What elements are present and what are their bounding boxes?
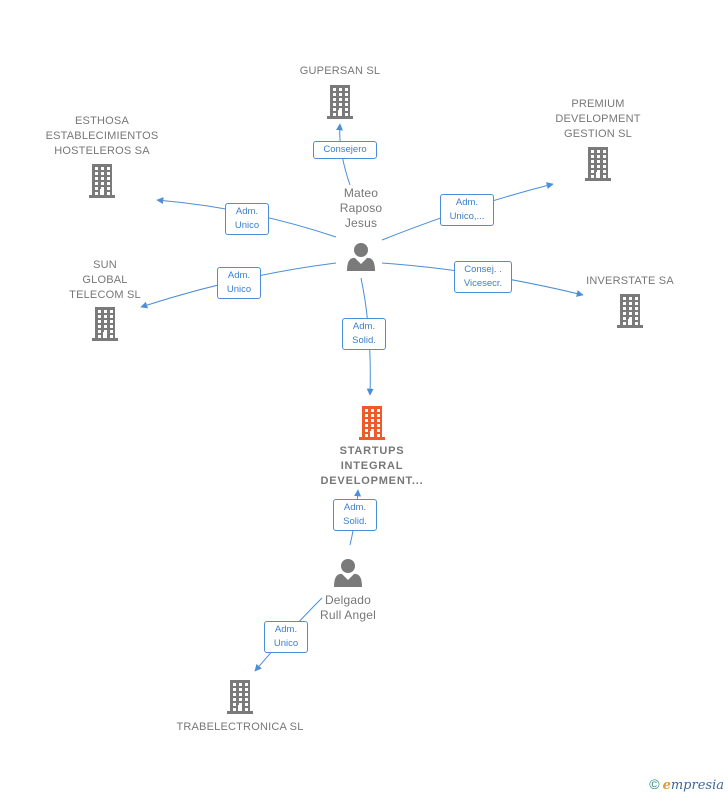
edge-label-mateo-esthosa[interactable]: Adm. Unico bbox=[225, 203, 269, 235]
edge-label-mateo-startups[interactable]: Adm. Solid. bbox=[342, 318, 386, 350]
sun-building-icon[interactable] bbox=[92, 307, 118, 341]
node-label-esthosa[interactable]: ESTHOSA ESTABLECIMIENTOS HOSTELEROS SA bbox=[45, 115, 159, 157]
edge-label-mateo-gupersan[interactable]: Consejero bbox=[313, 141, 377, 159]
node-label-premium[interactable]: PREMIUM DEVELOPMENT GESTION SL bbox=[555, 98, 641, 140]
node-label-startups[interactable]: STARTUPS INTEGRAL DEVELOPMENT... bbox=[320, 445, 424, 487]
edge-label-mateo-sun[interactable]: Adm. Unico bbox=[217, 267, 261, 299]
inverstate-building-icon[interactable] bbox=[617, 294, 643, 328]
startups-building-icon[interactable] bbox=[359, 406, 385, 440]
edge-label-delgado-startups[interactable]: Adm. Solid. bbox=[333, 499, 377, 531]
edge-label-delgado-trabelectronica[interactable]: Adm. Unico bbox=[264, 621, 308, 653]
node-label-sun[interactable]: SUN GLOBAL TELECOM SL bbox=[69, 259, 141, 301]
delgado-person-icon[interactable] bbox=[334, 559, 362, 587]
esthosa-building-icon[interactable] bbox=[89, 164, 115, 198]
premium-building-icon[interactable] bbox=[585, 147, 611, 181]
brand-logo: empresia bbox=[662, 778, 724, 793]
node-label-trabelectronica[interactable]: TRABELECTRONICA SL bbox=[176, 721, 304, 733]
node-label-gupersan[interactable]: GUPERSAN SL bbox=[299, 65, 381, 77]
node-label-delgado[interactable]: Delgado Rull Angel bbox=[319, 593, 377, 622]
edge-label-mateo-inverstate[interactable]: Consej. . Vicesecr. bbox=[454, 261, 512, 293]
trabelectronica-building-icon[interactable] bbox=[227, 680, 253, 714]
edge-label-mateo-premium[interactable]: Adm. Unico,... bbox=[440, 194, 494, 226]
gupersan-building-icon[interactable] bbox=[327, 85, 353, 119]
node-label-inverstate[interactable]: INVERSTATE SA bbox=[586, 275, 674, 287]
copyright-icon: © bbox=[649, 776, 660, 792]
node-label-mateo[interactable]: Mateo Raposo Jesus bbox=[339, 186, 383, 230]
mateo-person-icon[interactable] bbox=[347, 243, 375, 271]
footer-brand[interactable]: ©empresia bbox=[649, 776, 724, 793]
